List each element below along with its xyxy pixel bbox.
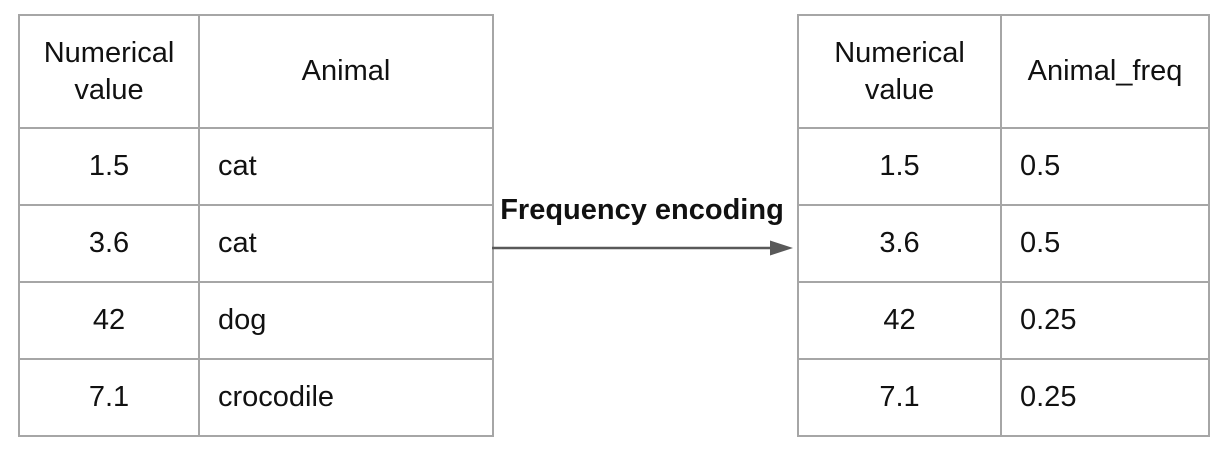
data-cell: 0.5 xyxy=(1000,204,1210,283)
data-cell: crocodile xyxy=(198,358,494,437)
encoded-table: Numerical value Animal_freq 1.5 0.5 3.6 … xyxy=(797,14,1210,437)
header-cell-numerical-value: Numerical value xyxy=(797,14,1002,129)
data-cell: 0.25 xyxy=(1000,358,1210,437)
data-cell: 0.5 xyxy=(1000,127,1210,206)
table-row: 7.1 0.25 xyxy=(797,358,1210,437)
data-cell: cat xyxy=(198,204,494,283)
data-cell: 3.6 xyxy=(797,204,1002,283)
transform-label: Frequency encoding xyxy=(500,194,784,226)
header-cell-animal: Animal xyxy=(198,14,494,129)
data-cell: 0.25 xyxy=(1000,281,1210,360)
data-cell: cat xyxy=(198,127,494,206)
data-cell: 1.5 xyxy=(18,127,200,206)
data-cell: 42 xyxy=(18,281,200,360)
table-row: 7.1 crocodile xyxy=(18,358,494,437)
data-cell: 1.5 xyxy=(797,127,1002,206)
data-cell: 7.1 xyxy=(18,358,200,437)
data-cell: 3.6 xyxy=(18,204,200,283)
table-row: 42 dog xyxy=(18,281,494,360)
data-cell: dog xyxy=(198,281,494,360)
header-cell-numerical-value: Numerical value xyxy=(18,14,200,129)
table-header-row: Numerical value Animal xyxy=(18,14,494,129)
data-cell: 7.1 xyxy=(797,358,1002,437)
table-row: 1.5 0.5 xyxy=(797,127,1210,206)
header-cell-animal-freq: Animal_freq xyxy=(1000,14,1210,129)
data-cell: 42 xyxy=(797,281,1002,360)
arrow-right-icon xyxy=(492,238,794,258)
table-row: 42 0.25 xyxy=(797,281,1210,360)
original-table: Numerical value Animal 1.5 cat 3.6 cat 4… xyxy=(18,14,494,437)
table-row: 1.5 cat xyxy=(18,127,494,206)
table-header-row: Numerical value Animal_freq xyxy=(797,14,1210,129)
table-row: 3.6 0.5 xyxy=(797,204,1210,283)
table-row: 3.6 cat xyxy=(18,204,494,283)
